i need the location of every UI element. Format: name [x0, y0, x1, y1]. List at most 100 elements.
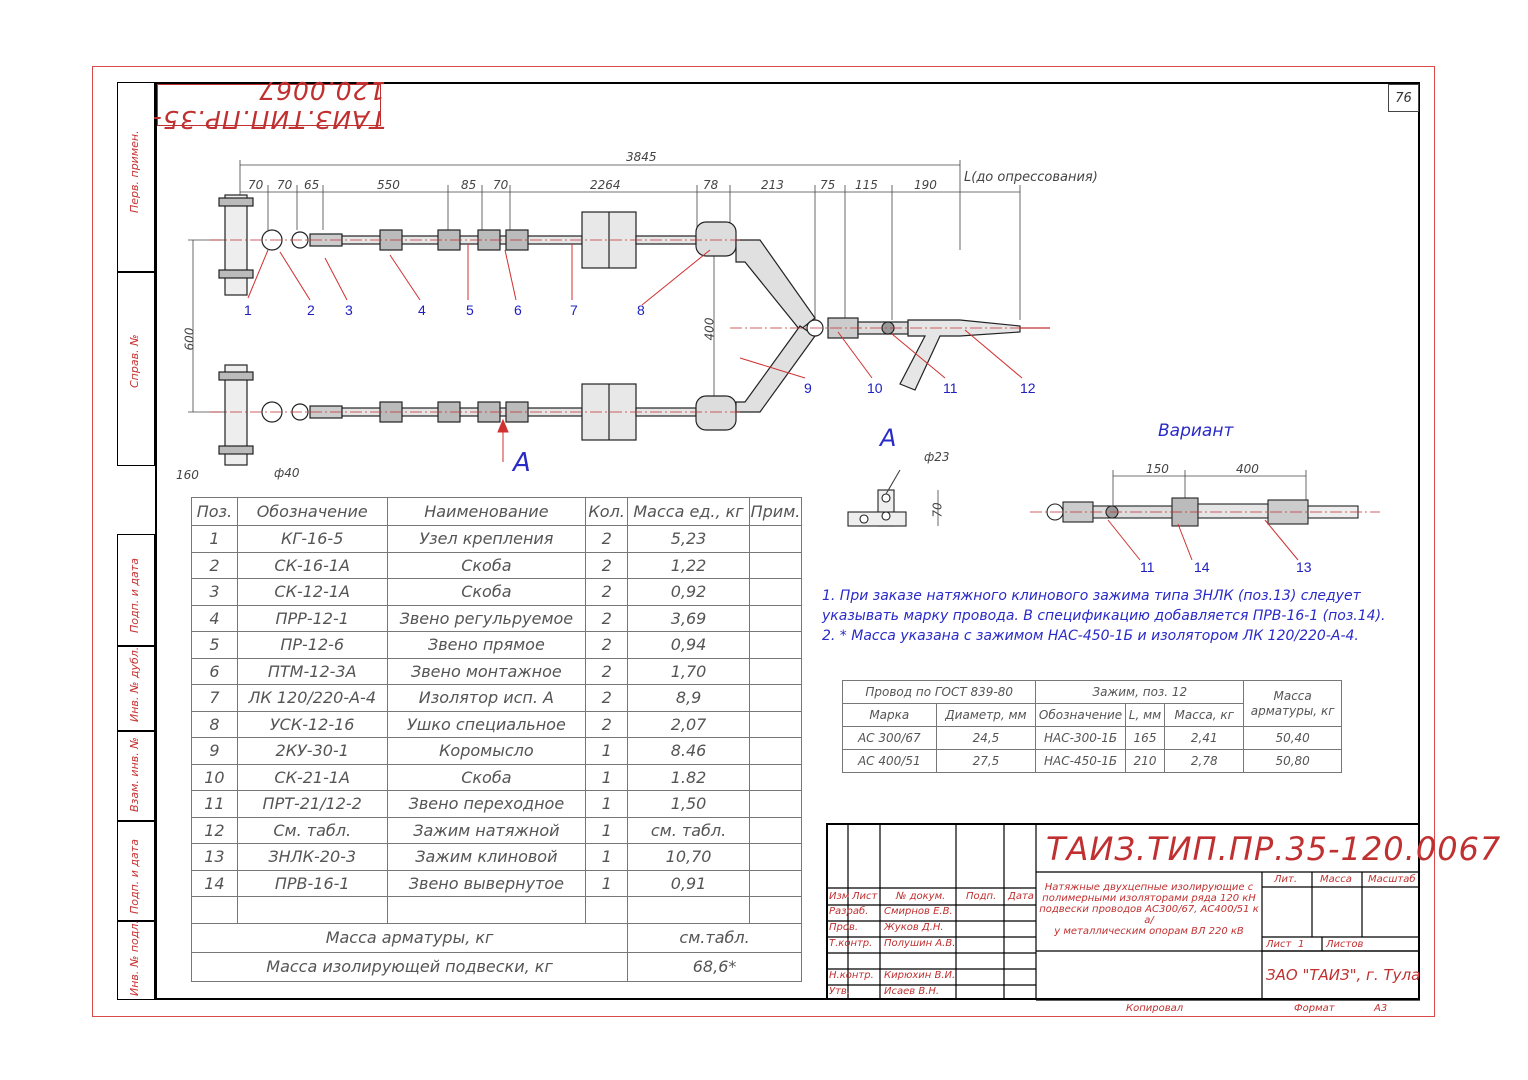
spec-cell-note	[748, 710, 803, 738]
sheet-number: 76	[1388, 84, 1419, 112]
stamp-company: ЗАО "ТАИЗ", г. Тула	[1266, 966, 1421, 984]
variant-pos-14: 14	[1194, 559, 1210, 575]
spec-cell-mass: 0,92	[627, 578, 750, 606]
spec-cell-designation: СК-16-1А	[236, 551, 388, 579]
spec-total-row: Масса арматуры, кг см.табл.	[190, 922, 802, 953]
wire-sub-cell: Обозначение	[1035, 703, 1126, 727]
footer-kopiroval: Копировал	[1126, 1003, 1184, 1014]
spec-cell-qty: 1	[585, 763, 629, 791]
spec-cell-mass: 2,07	[627, 710, 750, 738]
stamp-title-line: Натяжные двухцепные изолирующие с	[1044, 882, 1254, 893]
spec-cell-qty: 1	[585, 790, 629, 818]
wire-cell: 27,5	[935, 749, 1037, 773]
wire-cell: 165	[1124, 726, 1166, 750]
spec-cell-pos: 11	[191, 790, 238, 818]
spec-cell-name: Звено прямое	[386, 631, 587, 659]
spec-total-label: Масса изолирующей подвески, кг	[190, 951, 629, 982]
stamp-title-line: подвески проводов АС300/67, АС400/51 к а…	[1039, 904, 1259, 926]
spec-cell-qty: 2	[585, 525, 629, 553]
outer-frame	[92, 66, 1435, 1017]
spec-cell-designation	[236, 896, 388, 924]
dim-d40: ф40	[274, 466, 300, 480]
spec-cell-note	[748, 843, 803, 871]
spec-cell-name: Скоба	[386, 551, 587, 579]
spec-cell-note	[748, 657, 803, 685]
title-block	[826, 823, 1420, 1000]
wire-group-provod: Провод по ГОСТ 839-80	[841, 680, 1037, 704]
spec-cell-qty: 1	[585, 869, 629, 897]
spec-cell-name: Изолятор исп. А	[386, 684, 587, 712]
stamp-role: Т.контр.	[829, 938, 873, 949]
stamp-title-line: полимерными изоляторами ряда 120 кН	[1042, 893, 1256, 904]
spec-cell-mass: 1,70	[627, 657, 750, 685]
spec-cell-pos: 10	[191, 763, 238, 791]
spec-cell-pos: 8	[191, 710, 238, 738]
stamp-col-list: Лист	[852, 891, 878, 902]
note-line: указывать марку провода. В спецификацию …	[822, 608, 1386, 624]
dim-9: 213	[761, 178, 784, 192]
spec-header-qty: Кол.	[585, 497, 629, 526]
spec-cell-mass: 1,50	[627, 790, 750, 818]
spec-cell-designation: ПРТ-21/12-2	[236, 790, 388, 818]
spec-cell-qty: 2	[585, 578, 629, 606]
dim-4: 550	[377, 178, 400, 192]
pos-6: 6	[514, 302, 522, 318]
wire-cell: 50,40	[1243, 726, 1342, 750]
wire-sub-cell: Марка	[842, 703, 937, 727]
stamp-person: Смирнов Е.В.	[884, 906, 953, 917]
spec-cell-name: Звено вывернутое	[386, 869, 587, 897]
dim-l-note: L(до опрессования)	[964, 170, 1098, 185]
dim-8: 78	[703, 178, 719, 192]
stamp-col-data: Дата	[1008, 891, 1034, 902]
spec-cell-qty: 2	[585, 710, 629, 738]
stamp-role: Пров.	[829, 922, 859, 933]
spec-header-name: Наименование	[386, 497, 587, 526]
spec-cell-designation: 2КУ-30-1	[236, 737, 388, 765]
wire-group-massa: Масса арматуры, кг	[1243, 680, 1342, 727]
spec-cell-note	[748, 604, 803, 632]
stamp-list-label: Лист	[1266, 939, 1292, 950]
spec-cell-name: Звено регульруемое	[386, 604, 587, 632]
pos-7: 7	[570, 302, 578, 318]
pos-4: 4	[418, 302, 426, 318]
spec-cell-name: Зажим натяжной	[386, 816, 587, 844]
variant-pos-11: 11	[1140, 559, 1155, 575]
spec-cell-name: Коромысло	[386, 737, 587, 765]
wire-sub-cell: L, мм	[1124, 703, 1166, 727]
footer-format-value: А3	[1374, 1003, 1388, 1014]
spec-cell-note	[748, 763, 803, 791]
spec-cell-name: Звено переходное	[386, 790, 587, 818]
spec-cell-designation: ПРР-12-1	[236, 604, 388, 632]
view-a-70: 70	[930, 502, 945, 518]
dim-7: 2264	[590, 178, 621, 192]
dim-11: 115	[855, 178, 878, 192]
spec-cell-name	[386, 896, 587, 924]
spec-cell-name: Скоба	[386, 763, 587, 791]
wire-cell: АС 400/51	[842, 749, 937, 773]
spec-cell-pos: 7	[191, 684, 238, 712]
spec-header-note: Прим.	[748, 497, 803, 526]
spec-cell-note	[748, 551, 803, 579]
stamp-person: Исаев В.Н.	[884, 986, 940, 997]
wire-cell: НАС-450-1Б	[1035, 749, 1126, 773]
strip-cell-podp1: Подп. и дата	[117, 534, 155, 646]
dim-overall: 3845	[626, 150, 657, 164]
note-line: 2. * Масса указана с зажимом НАС-450-1Б …	[822, 628, 1359, 644]
stamp-role: Н.контр.	[829, 970, 874, 981]
spec-cell-mass: 0,91	[627, 869, 750, 897]
spec-cell-name: Зажим клиновой	[386, 843, 587, 871]
spec-cell-designation: ЛК 120/220-А-4	[236, 684, 388, 712]
spec-cell-designation: ПР-12-6	[236, 631, 388, 659]
spec-cell-mass: 8.46	[627, 737, 750, 765]
stamp-col-podp: Подп.	[966, 891, 997, 902]
stamp-role: Разраб.	[829, 906, 869, 917]
